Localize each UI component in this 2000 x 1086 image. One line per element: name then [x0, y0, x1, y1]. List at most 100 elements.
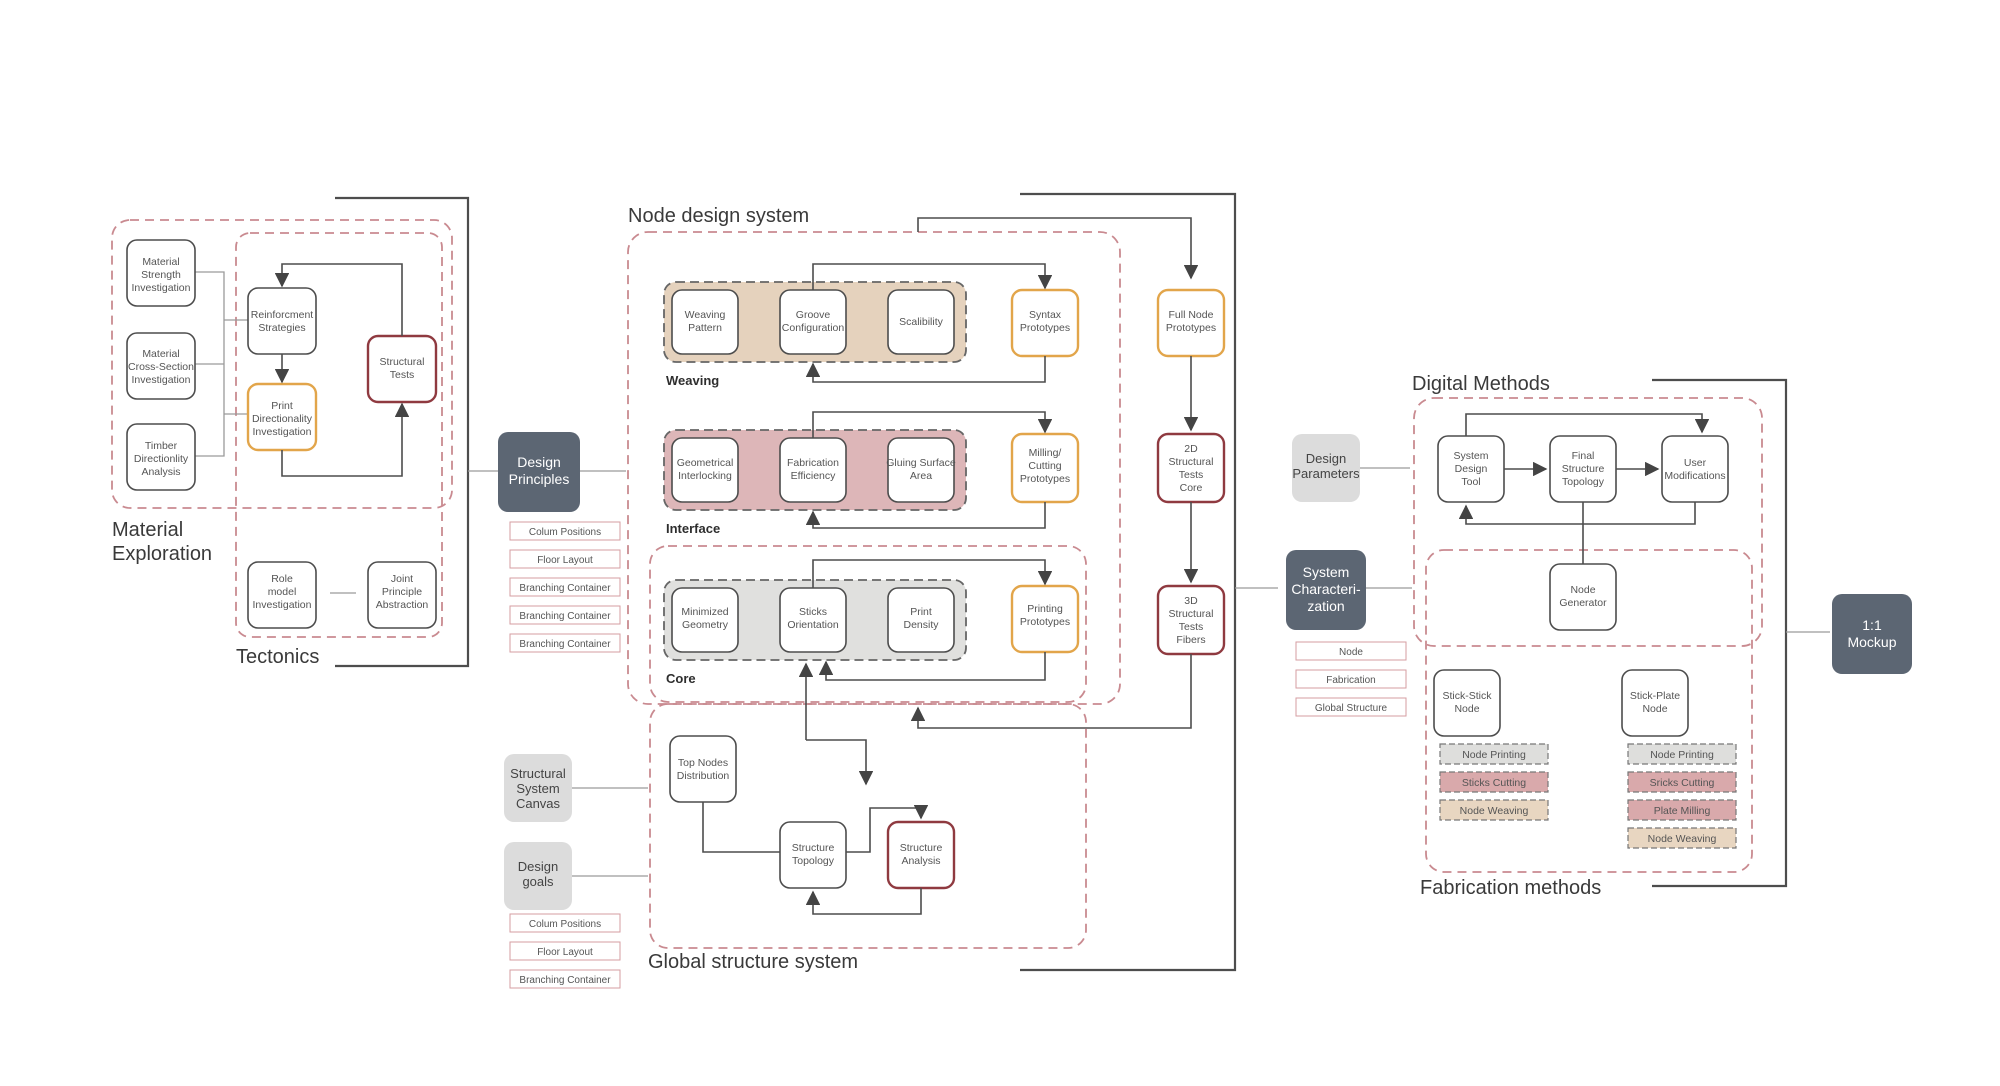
- scalability-node[interactable]: Scalibility: [887, 289, 955, 355]
- design-principles-tag: Branching Container: [509, 577, 621, 597]
- svg-text:Branching Container: Branching Container: [519, 611, 611, 622]
- system-tag: Fabrication: [1295, 669, 1407, 689]
- global-structure-title: Global structure system: [648, 951, 858, 973]
- fabrication-chip: Node Printing: [1627, 743, 1737, 765]
- svg-text:Plate Milling: Plate Milling: [1654, 805, 1711, 817]
- svg-text:Colum Positions: Colum Positions: [529, 919, 601, 930]
- svg-text:Floor Layout: Floor Layout: [537, 947, 593, 958]
- svg-text:Node Printing: Node Printing: [1462, 749, 1526, 761]
- svg-text:Global Structure: Global Structure: [1315, 703, 1388, 714]
- svg-text:Node Weaving: Node Weaving: [1648, 833, 1717, 845]
- digital-methods-title: Digital Methods: [1412, 373, 1550, 395]
- svg-text:Scalibility: Scalibility: [899, 316, 944, 328]
- design-principles-tag: Floor Layout: [509, 549, 621, 569]
- fabrication-chip: Node Printing: [1439, 743, 1549, 765]
- fabrication-chip: Plate Milling: [1627, 799, 1737, 821]
- design-principles-tag: Branching Container: [509, 605, 621, 625]
- design-principles-tag: Colum Positions: [509, 521, 621, 541]
- svg-text:Node Printing: Node Printing: [1650, 749, 1714, 761]
- svg-text:Sticks Cutting: Sticks Cutting: [1462, 777, 1526, 789]
- tectonics-title: Tectonics: [236, 646, 319, 668]
- node-design-system-title: Node design system: [628, 205, 809, 227]
- fabrication-chip: Node Weaving: [1439, 799, 1549, 821]
- interface-label: Interface: [666, 521, 720, 536]
- svg-text:Sricks Cutting: Sricks Cutting: [1650, 777, 1715, 789]
- fabrication-methods-title: Fabrication methods: [1420, 877, 1601, 899]
- fabrication-chip: Node Weaving: [1627, 827, 1737, 849]
- global-tag: Floor Layout: [509, 941, 621, 961]
- svg-text:Branching Container: Branching Container: [519, 639, 611, 650]
- design-principles-tag: Branching Container: [509, 633, 621, 653]
